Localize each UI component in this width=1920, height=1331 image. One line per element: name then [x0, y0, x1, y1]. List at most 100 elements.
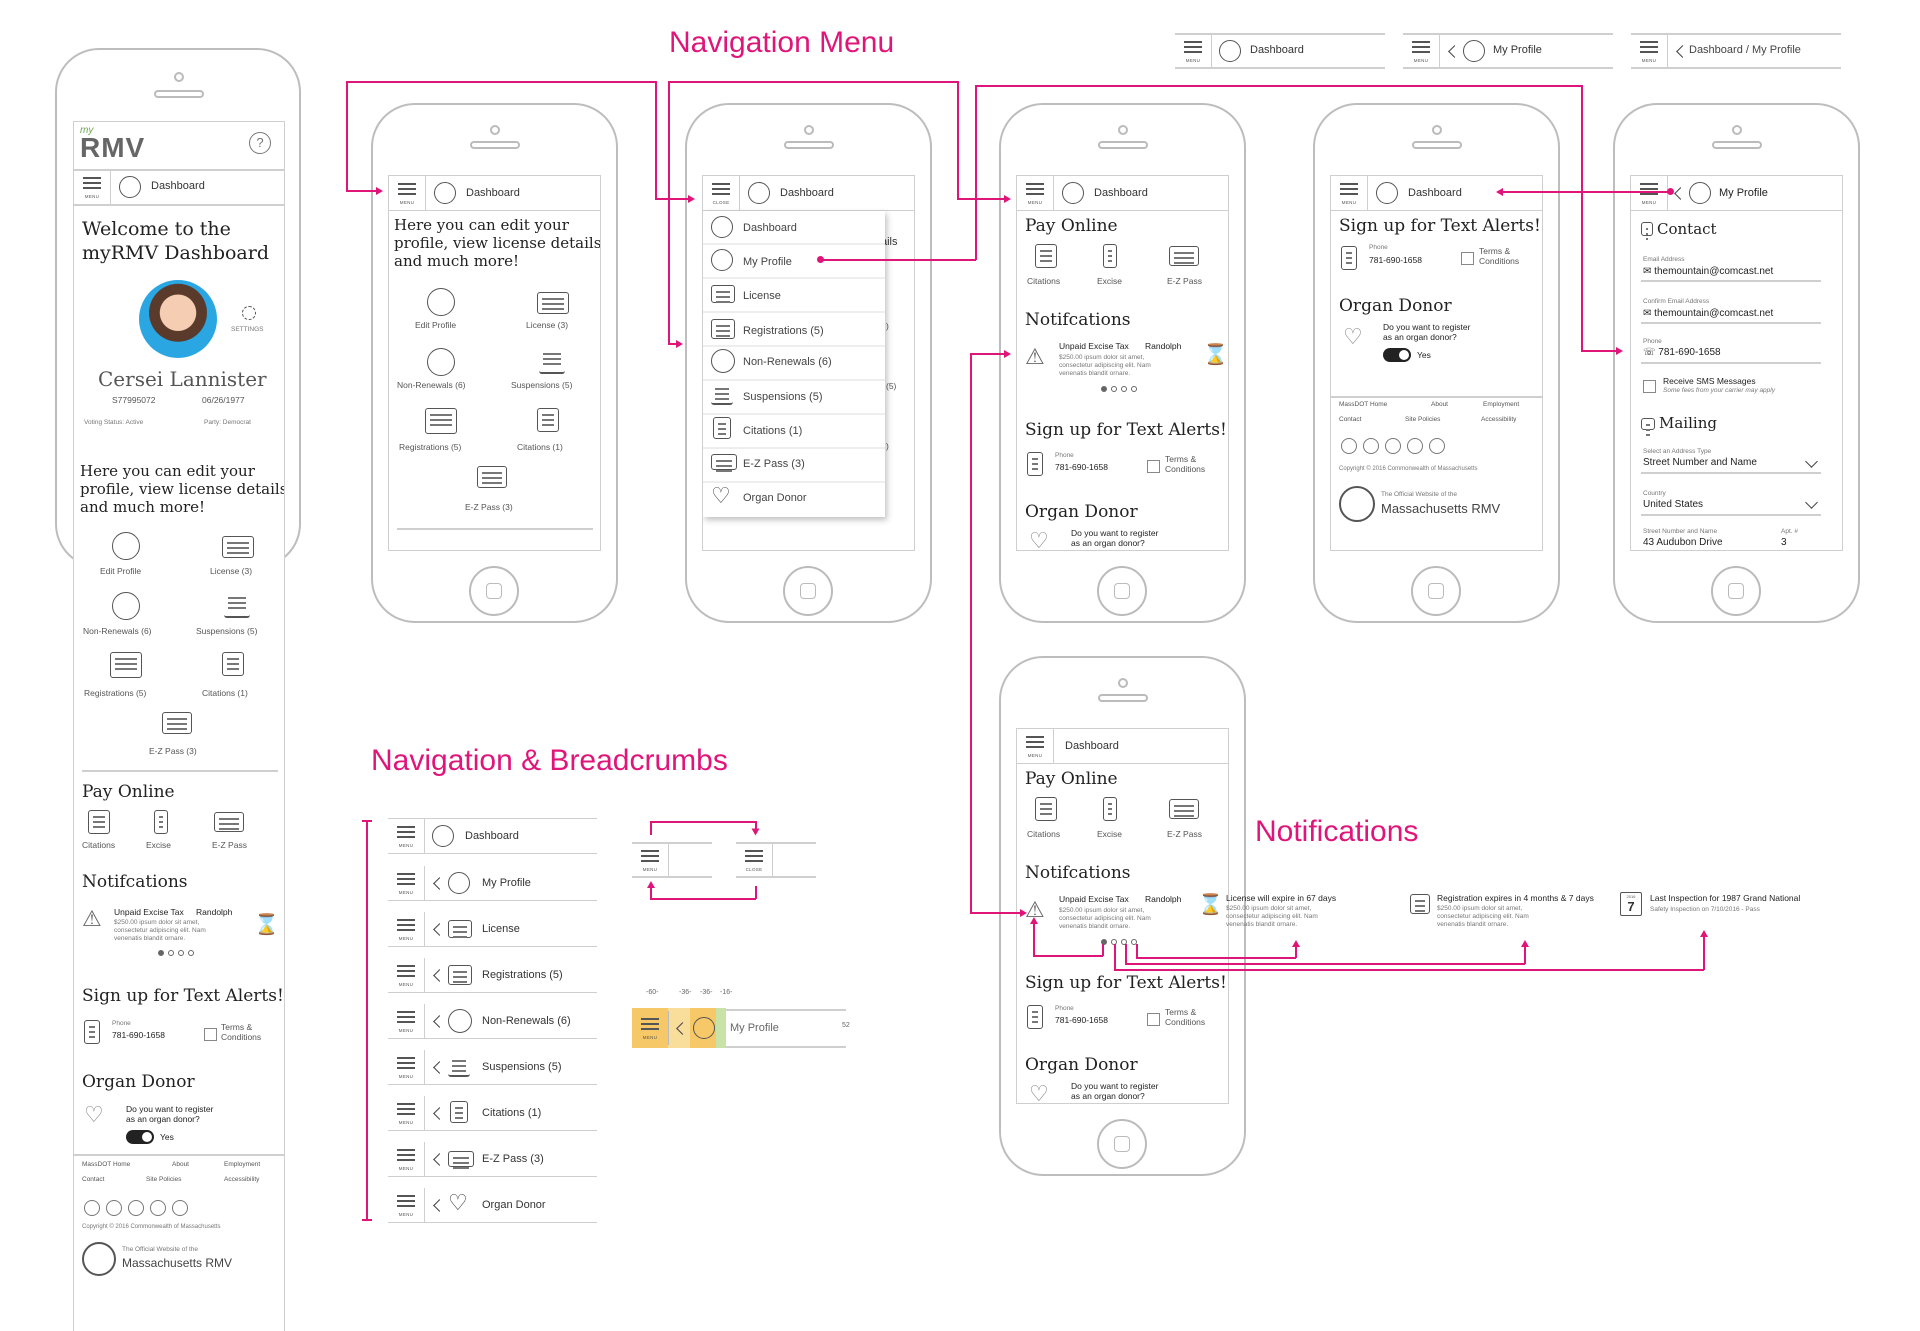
footer-link[interactable]: MassDOT Home [1339, 401, 1388, 408]
non-renewal-x-icon[interactable] [427, 348, 455, 376]
citation-list-icon[interactable] [537, 408, 559, 432]
menu-icon[interactable]: MENU [388, 958, 425, 992]
profile-avatar-icon[interactable] [427, 288, 455, 316]
menu-icon[interactable]: MENU [632, 843, 669, 877]
sms-label[interactable]: Receive SMS Messages [1663, 376, 1756, 386]
gear-icon[interactable] [242, 306, 256, 320]
menu-icon[interactable]: MENU [1017, 729, 1054, 763]
email-field[interactable]: ✉ themountain@comcast.net [1643, 266, 1773, 277]
instagram-icon[interactable] [172, 1200, 188, 1216]
terms-line-2[interactable]: Conditions [221, 1032, 262, 1042]
ez-pass-icon[interactable] [214, 812, 244, 832]
back-chevron-icon[interactable] [433, 1015, 446, 1028]
menu-icon[interactable]: MENU [1403, 34, 1440, 68]
tile-suspensions[interactable]: Suspensions (5) [196, 626, 258, 636]
address-type-select[interactable]: Street Number and Name [1643, 457, 1757, 468]
menu-icon[interactable]: MENU [388, 866, 425, 900]
tile-edit-profile[interactable]: Edit Profile [415, 320, 457, 330]
footer-link[interactable]: Site Policies [146, 1176, 182, 1183]
chevron-down-icon[interactable] [1805, 496, 1818, 509]
tile-ez-pass[interactable]: E-Z Pass (3) [465, 502, 513, 512]
pay-excise[interactable]: Excise [146, 840, 172, 850]
back-chevron-icon[interactable] [433, 1199, 446, 1212]
carousel-dot[interactable] [1121, 386, 1127, 392]
back-chevron-icon[interactable] [1448, 45, 1461, 58]
menu-icon[interactable]: MENU [632, 1011, 669, 1045]
footer-link[interactable]: About [1431, 401, 1448, 408]
carousel-dot[interactable] [178, 950, 184, 956]
chevron-down-icon[interactable] [1805, 455, 1818, 468]
back-chevron-icon[interactable] [433, 1061, 446, 1074]
apt-input[interactable]: 3 [1781, 537, 1787, 548]
folder-clock-icon[interactable] [110, 652, 142, 678]
pay-ez-pass[interactable]: E-Z Pass [212, 840, 247, 850]
phone-value[interactable]: 781-690-1658 [1055, 462, 1108, 472]
menu-icon[interactable]: MENU [389, 176, 426, 210]
street-input[interactable]: 43 Audubon Drive [1643, 537, 1723, 548]
tile-citations[interactable]: Citations (1) [202, 688, 248, 698]
footer-link[interactable]: Employment [1483, 401, 1520, 408]
footer-link[interactable]: Accessibility [224, 1176, 260, 1183]
facebook-icon[interactable] [84, 1200, 100, 1216]
footer-link[interactable]: Contact [82, 1176, 105, 1183]
menu-item-dashboard[interactable]: Dashboard [743, 222, 797, 234]
footer-link[interactable]: Site Policies [1405, 416, 1441, 423]
menu-icon[interactable]: MENU [388, 1004, 425, 1038]
breadcrumb-row-dashboard[interactable]: MENU Dashboard [388, 818, 597, 854]
terms-checkbox[interactable] [1147, 460, 1160, 473]
profile-phone-field[interactable]: ☏ 781-690-1658 [1643, 347, 1721, 358]
menu-item-non-renewals[interactable]: Non-Renewals (6) [743, 356, 832, 368]
tile-ez-pass[interactable]: E-Z Pass (3) [149, 746, 197, 756]
back-chevron-icon[interactable] [433, 969, 446, 982]
help-icon[interactable]: ? [249, 132, 271, 154]
menu-icon[interactable]: MENU [388, 1096, 425, 1130]
wordpress-icon[interactable] [1407, 438, 1423, 454]
footer-link[interactable]: MassDOT Home [82, 1161, 131, 1168]
menu-item-my-profile[interactable]: My Profile [743, 256, 792, 268]
breadcrumb-row-ez-pass[interactable]: MENU E-Z Pass (3) [388, 1142, 597, 1177]
breadcrumb-dashboard[interactable]: Dashboard [1250, 44, 1304, 56]
terms-checkbox[interactable] [1147, 1013, 1160, 1026]
pay-citations[interactable]: Citations [82, 840, 116, 850]
pay-ez-pass[interactable]: E-Z Pass [1167, 276, 1202, 286]
pay-excise[interactable]: Excise [1097, 829, 1123, 839]
excise-receipt-icon[interactable] [1103, 244, 1117, 268]
tile-suspensions[interactable]: Suspensions (5) [511, 380, 573, 390]
breadcrumb-row-registrations[interactable]: MENU Registrations (5) [388, 958, 597, 993]
terms-line-1[interactable]: Terms & [1165, 454, 1197, 464]
sms-checkbox[interactable] [1643, 380, 1656, 393]
citation-list-icon[interactable] [1035, 797, 1057, 821]
breadcrumb-row-my-profile[interactable]: MENU My Profile [388, 866, 597, 901]
ez-pass-icon[interactable] [1169, 246, 1199, 266]
menu-icon[interactable]: MENU [388, 1142, 425, 1176]
breadcrumb-parent-dashboard[interactable]: Dashboard [1689, 44, 1743, 56]
menu-icon[interactable]: MENU [1631, 34, 1668, 68]
close-menu-icon[interactable]: CLOSE [736, 843, 773, 877]
tile-edit-profile[interactable]: Edit Profile [100, 566, 142, 576]
menu-item-organ-donor[interactable]: Organ Donor [743, 492, 807, 504]
citation-list-icon[interactable] [88, 810, 110, 834]
phone-value[interactable]: 781-690-1658 [112, 1030, 165, 1040]
tile-registrations[interactable]: Registrations (5) [399, 442, 462, 452]
menu-icon[interactable]: MENU [1017, 176, 1054, 210]
citation-list-icon[interactable] [1035, 244, 1057, 268]
tile-registrations[interactable]: Registrations (5) [84, 688, 147, 698]
breadcrumb-row-suspensions[interactable]: MENU Suspensions (5) [388, 1050, 597, 1085]
excise-receipt-icon[interactable] [1103, 797, 1117, 821]
breadcrumb-row-non-renewals[interactable]: MENU Non-Renewals (6) [388, 1004, 597, 1039]
profile-avatar-icon[interactable] [112, 532, 140, 560]
terms-line-2[interactable]: Conditions [1479, 256, 1520, 266]
terms-line-2[interactable]: Conditions [1165, 1017, 1206, 1027]
wordpress-icon[interactable] [150, 1200, 166, 1216]
menu-item-suspensions[interactable]: Suspensions (5) [743, 391, 823, 403]
footer-link[interactable]: About [172, 1161, 189, 1168]
terms-line-1[interactable]: Terms & [1165, 1007, 1197, 1017]
tile-non-renewals[interactable]: Non-Renewals (6) [83, 626, 152, 636]
footer-link[interactable]: Employment [224, 1161, 261, 1168]
terms-line-2[interactable]: Conditions [1165, 464, 1206, 474]
instagram-icon[interactable] [1429, 438, 1445, 454]
back-chevron-icon[interactable] [433, 1107, 446, 1120]
twitter-icon[interactable] [106, 1200, 122, 1216]
phone-value[interactable]: 781-690-1658 [1369, 255, 1422, 265]
breadcrumb-row-organ-donor[interactable]: MENU ♡ Organ Donor [388, 1188, 597, 1223]
